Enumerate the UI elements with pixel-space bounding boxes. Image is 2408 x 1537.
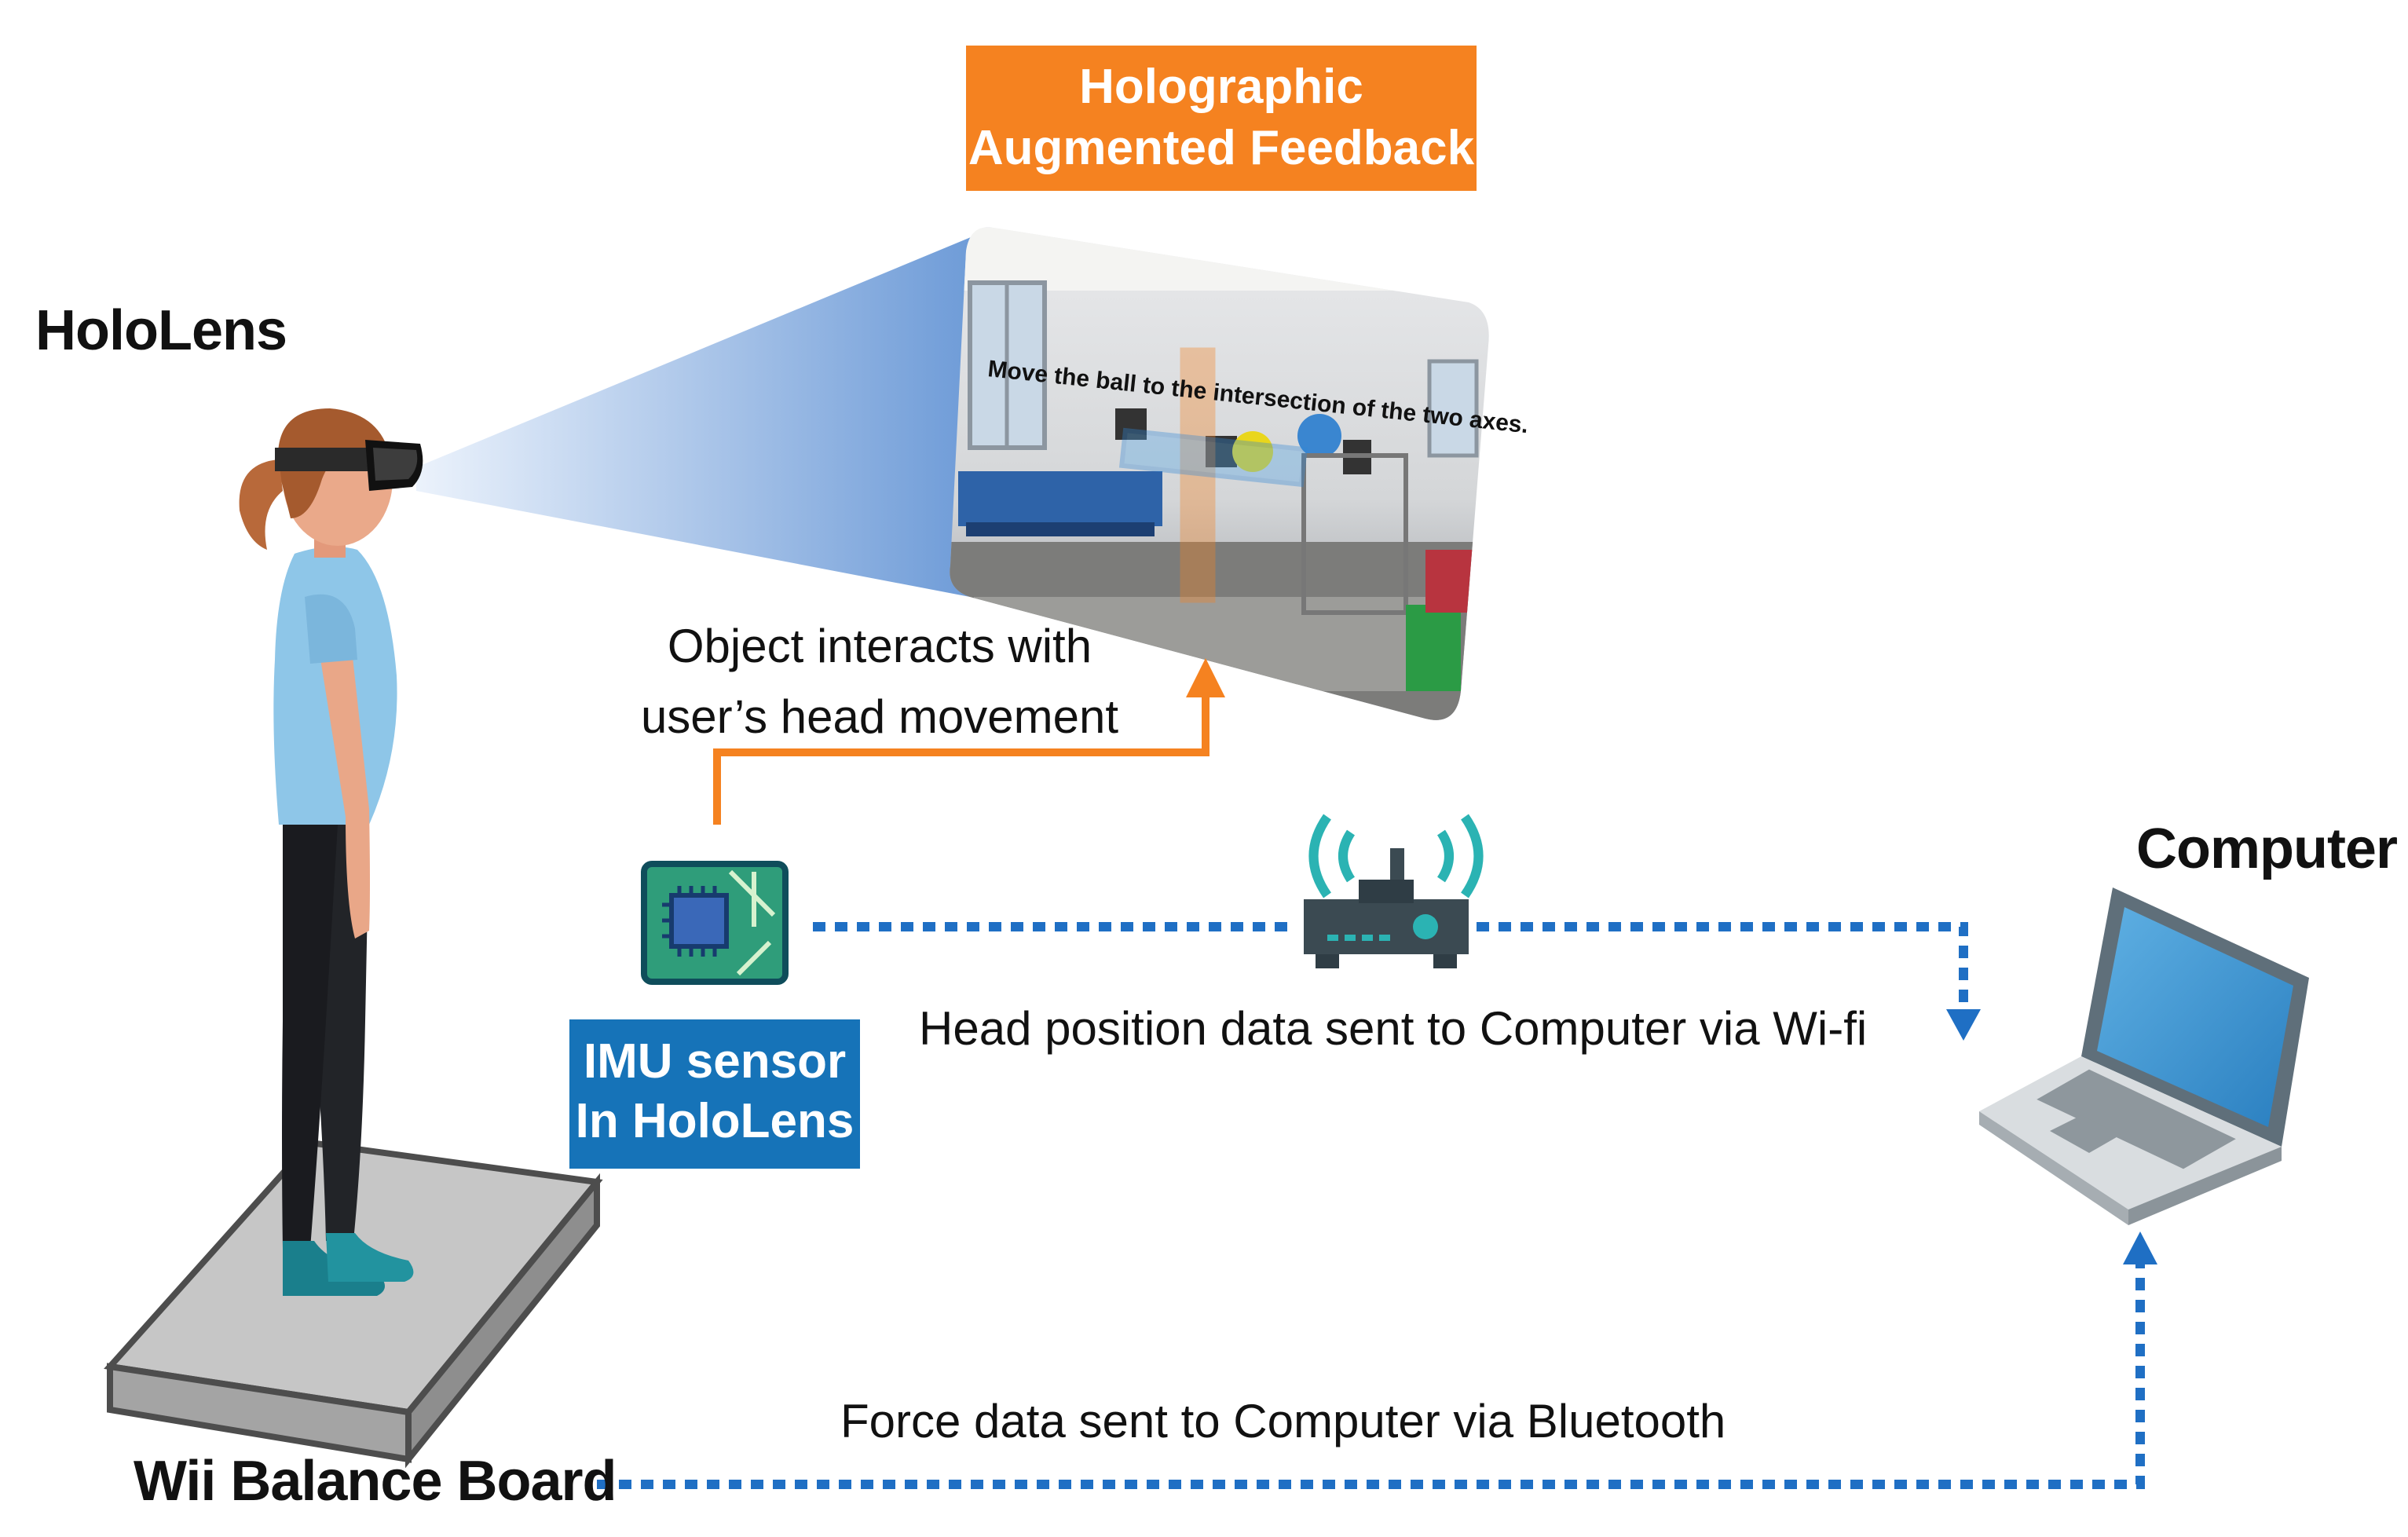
- wifi-label: Head position data sent to Computer via …: [919, 1002, 1868, 1055]
- bluetooth-label: Force data sent to Computer via Bluetoot…: [840, 1395, 1726, 1447]
- hololens-label: HoloLens: [35, 299, 287, 362]
- orange-arrow: [713, 691, 1209, 825]
- hololens-headset: [275, 440, 423, 491]
- board-label: Wii Balance Board: [134, 1450, 617, 1513]
- feedback-line-2: Augmented Feedback: [968, 121, 1475, 175]
- computer-label: Computer: [2136, 818, 2398, 880]
- wifi-router-icon: [1304, 814, 1484, 968]
- person-figure: [239, 408, 423, 1296]
- laptop-icon: [1979, 887, 2309, 1225]
- interaction-label: Object interacts with user’s head moveme…: [636, 611, 1123, 752]
- imu-sensor-box: IMU sensor In HoloLens: [569, 1019, 860, 1169]
- bluetooth-dotted-line: [597, 1264, 2145, 1489]
- feedback-line-1: Holographic: [1079, 60, 1363, 114]
- projection-beam: [416, 228, 994, 597]
- wifi-dotted-line: [813, 922, 1968, 1009]
- interaction-line-2: user’s head movement: [640, 690, 1119, 743]
- imu-line-1: IMU sensor: [583, 1034, 847, 1089]
- imu-line-2: In HoloLens: [575, 1094, 855, 1148]
- chip-icon: [641, 861, 789, 985]
- interaction-line-1: Object interacts with: [667, 620, 1092, 672]
- feedback-box: Holographic Augmented Feedback: [966, 46, 1477, 191]
